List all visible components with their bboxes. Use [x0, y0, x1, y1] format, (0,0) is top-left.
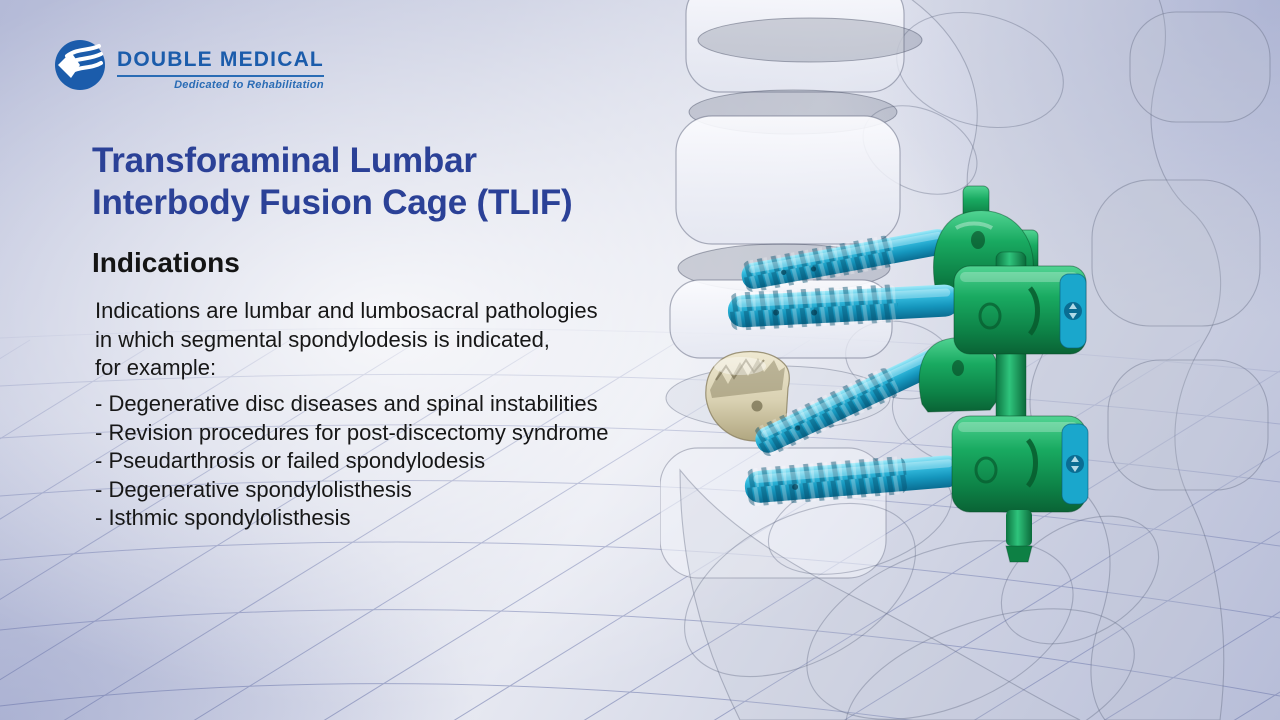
title-line-2: Interbody Fusion Cage (TLIF): [92, 183, 573, 222]
vertebral-column: [660, 0, 923, 579]
list-item: - Isthmic spondylolisthesis: [95, 505, 351, 531]
spine-illustration: [660, 0, 1271, 720]
list-item: - Pseudarthrosis or failed spondylodesis: [95, 448, 486, 474]
sacrum: [679, 465, 1160, 720]
pedicle-screw-upper-back: [741, 229, 950, 293]
logo: DOUBLE MEDICAL Dedicated to Rehabilitati…: [54, 39, 324, 91]
pedicle-screw-upper-front: [727, 284, 960, 331]
intro-line: in which segmental spondylodesis is indi…: [95, 326, 550, 352]
tlif-cage: [705, 350, 790, 442]
double-medical-logo-icon: [55, 40, 105, 90]
list-item: - Degenerative spondylolisthesis: [95, 476, 412, 502]
title-line-1: Transforaminal Lumbar: [92, 141, 477, 180]
indications-intro: Indications are lumbar and lumbosacral p…: [95, 297, 598, 383]
intro-line: for example:: [95, 355, 217, 380]
page-title: Transforaminal Lumbar Interbody Fusion C…: [92, 140, 573, 224]
spinal-rod: [995, 251, 1027, 425]
logo-rule: [117, 75, 324, 77]
list-item: - Revision procedures for post-discectom…: [95, 419, 609, 445]
list-item: - Degenerative disc diseases and spinal …: [95, 391, 598, 416]
logo-name: DOUBLE MEDICAL: [117, 48, 324, 71]
intro-line: Indications are lumbar and lumbosacral p…: [95, 298, 598, 323]
indications-list: - Degenerative disc diseases and spinal …: [95, 390, 609, 533]
connector-block-lower: [951, 415, 1089, 513]
tulip-head-upper: [933, 185, 1039, 299]
rod-bottom-tip: [1005, 510, 1033, 563]
posterior-elements: [845, 0, 1271, 720]
section-heading: Indications: [92, 247, 240, 278]
tulip-head-lower: [918, 337, 1001, 413]
logo-tagline: Dedicated to Rehabilitation: [174, 79, 324, 91]
pedicle-screw-lower-back: [754, 347, 949, 456]
connector-block-upper: [953, 265, 1087, 355]
pedicle-screw-lower-front: [744, 455, 962, 507]
